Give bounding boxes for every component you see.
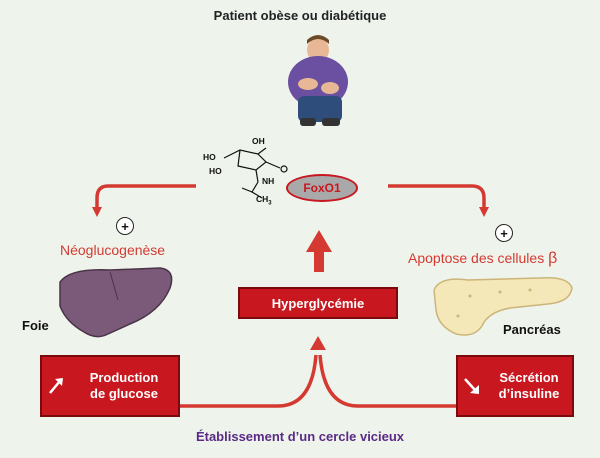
converging-arrow-left	[180, 354, 318, 408]
insulin-secretion-box: Sécrétion d’insuline	[456, 355, 574, 417]
pancreas-label: Pancréas	[503, 322, 561, 337]
insulin-secretion-text: Sécrétion d’insuline	[498, 370, 560, 401]
plus-icon-right: +	[495, 224, 513, 242]
arrow-to-pancreas	[388, 184, 489, 217]
up-arrow-to-foxo1	[306, 230, 332, 272]
n-acetylglucosamine-structure	[223, 147, 288, 199]
arrow-up-right-icon	[42, 372, 70, 400]
hyperglycemia-box: Hyperglycémie	[238, 287, 398, 319]
arrow-down-right-icon	[458, 372, 486, 400]
glucose-production-text: Production de glucose	[89, 370, 159, 401]
molecule-oh-label: OH	[252, 136, 265, 146]
converging-arrow-right	[318, 354, 456, 408]
vicious-circle-caption: Établissement d’un cercle vicieux	[195, 429, 405, 444]
arrow-to-liver	[92, 184, 196, 217]
hyperglycemia-label: Hyperglycémie	[271, 295, 365, 311]
molecule-ho-label-1: HO	[203, 152, 216, 162]
molecule-ch3-label: CH3	[256, 194, 272, 207]
beta-apoptosis-label: Apoptose des cellules β	[408, 250, 558, 267]
foxo1-protein: FoxO1	[286, 174, 358, 202]
plus-icon-left: +	[116, 217, 134, 235]
liver-illustration	[59, 267, 173, 338]
liver-label: Foie	[22, 318, 49, 333]
molecule-ho-label-2: HO	[209, 166, 222, 176]
converging-arrowhead	[310, 336, 326, 350]
obese-person-illustration	[288, 35, 348, 126]
glucose-production-box: Production de glucose	[40, 355, 180, 417]
pancreas-illustration	[433, 276, 573, 336]
molecule-nh-label: NH	[262, 176, 275, 186]
diagram-title: Patient obèse ou diabétique	[213, 8, 387, 23]
neoglucogenesis-label: Néoglucogenèse	[60, 242, 166, 258]
